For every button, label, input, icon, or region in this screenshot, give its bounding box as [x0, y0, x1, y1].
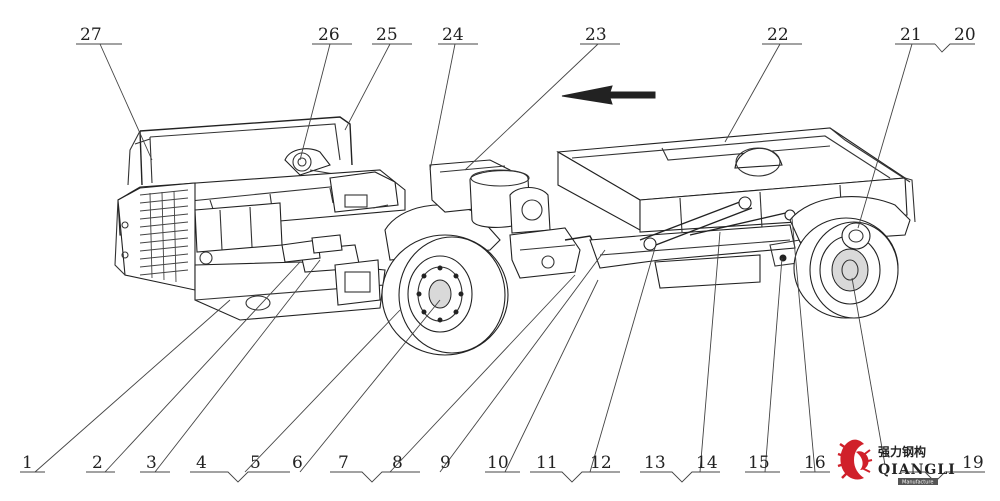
label-1: 1 [22, 453, 33, 473]
label-5: 5 [250, 453, 261, 473]
direction-arrow [561, 85, 656, 105]
logo-chinese-text: 强力钢构 [878, 444, 926, 459]
label-12: 12 [590, 453, 612, 473]
label-19: 19 [962, 453, 984, 473]
label-14: 14 [696, 453, 718, 473]
qiangli-logo: 强力钢构 QIANGLI Manufacture [837, 439, 956, 486]
label-21: 21 [900, 25, 922, 45]
label-25: 25 [376, 25, 398, 45]
label-7: 7 [338, 453, 349, 473]
label-24: 24 [442, 25, 464, 45]
callout-labels: 27 26 25 24 23 22 21 20 1 2 3 4 5 6 7 8 … [22, 25, 984, 473]
label-9: 9 [440, 453, 451, 473]
lion-mark-icon [837, 439, 873, 480]
tractor-unit [114, 116, 601, 356]
label-15: 15 [748, 453, 770, 473]
trailer-unit [556, 127, 916, 319]
label-8: 8 [392, 453, 403, 473]
label-4: 4 [196, 453, 207, 473]
logo-tagline: Manufacture [902, 480, 933, 486]
label-22: 22 [767, 25, 789, 45]
label-26: 26 [318, 25, 340, 45]
label-11: 11 [536, 453, 558, 473]
label-27: 27 [80, 25, 102, 45]
logo-wordmark: QIANGLI [878, 462, 956, 478]
radiator-grille [139, 189, 189, 283]
label-23: 23 [585, 25, 607, 45]
label-13: 13 [644, 453, 666, 473]
label-10: 10 [487, 453, 509, 473]
front-wheel [381, 234, 509, 356]
label-20: 20 [954, 25, 976, 45]
label-3: 3 [146, 453, 157, 473]
leader-lines [20, 43, 985, 483]
label-16: 16 [804, 453, 826, 473]
label-2: 2 [92, 453, 103, 473]
rear-wheel [793, 217, 899, 319]
label-6: 6 [292, 453, 303, 473]
